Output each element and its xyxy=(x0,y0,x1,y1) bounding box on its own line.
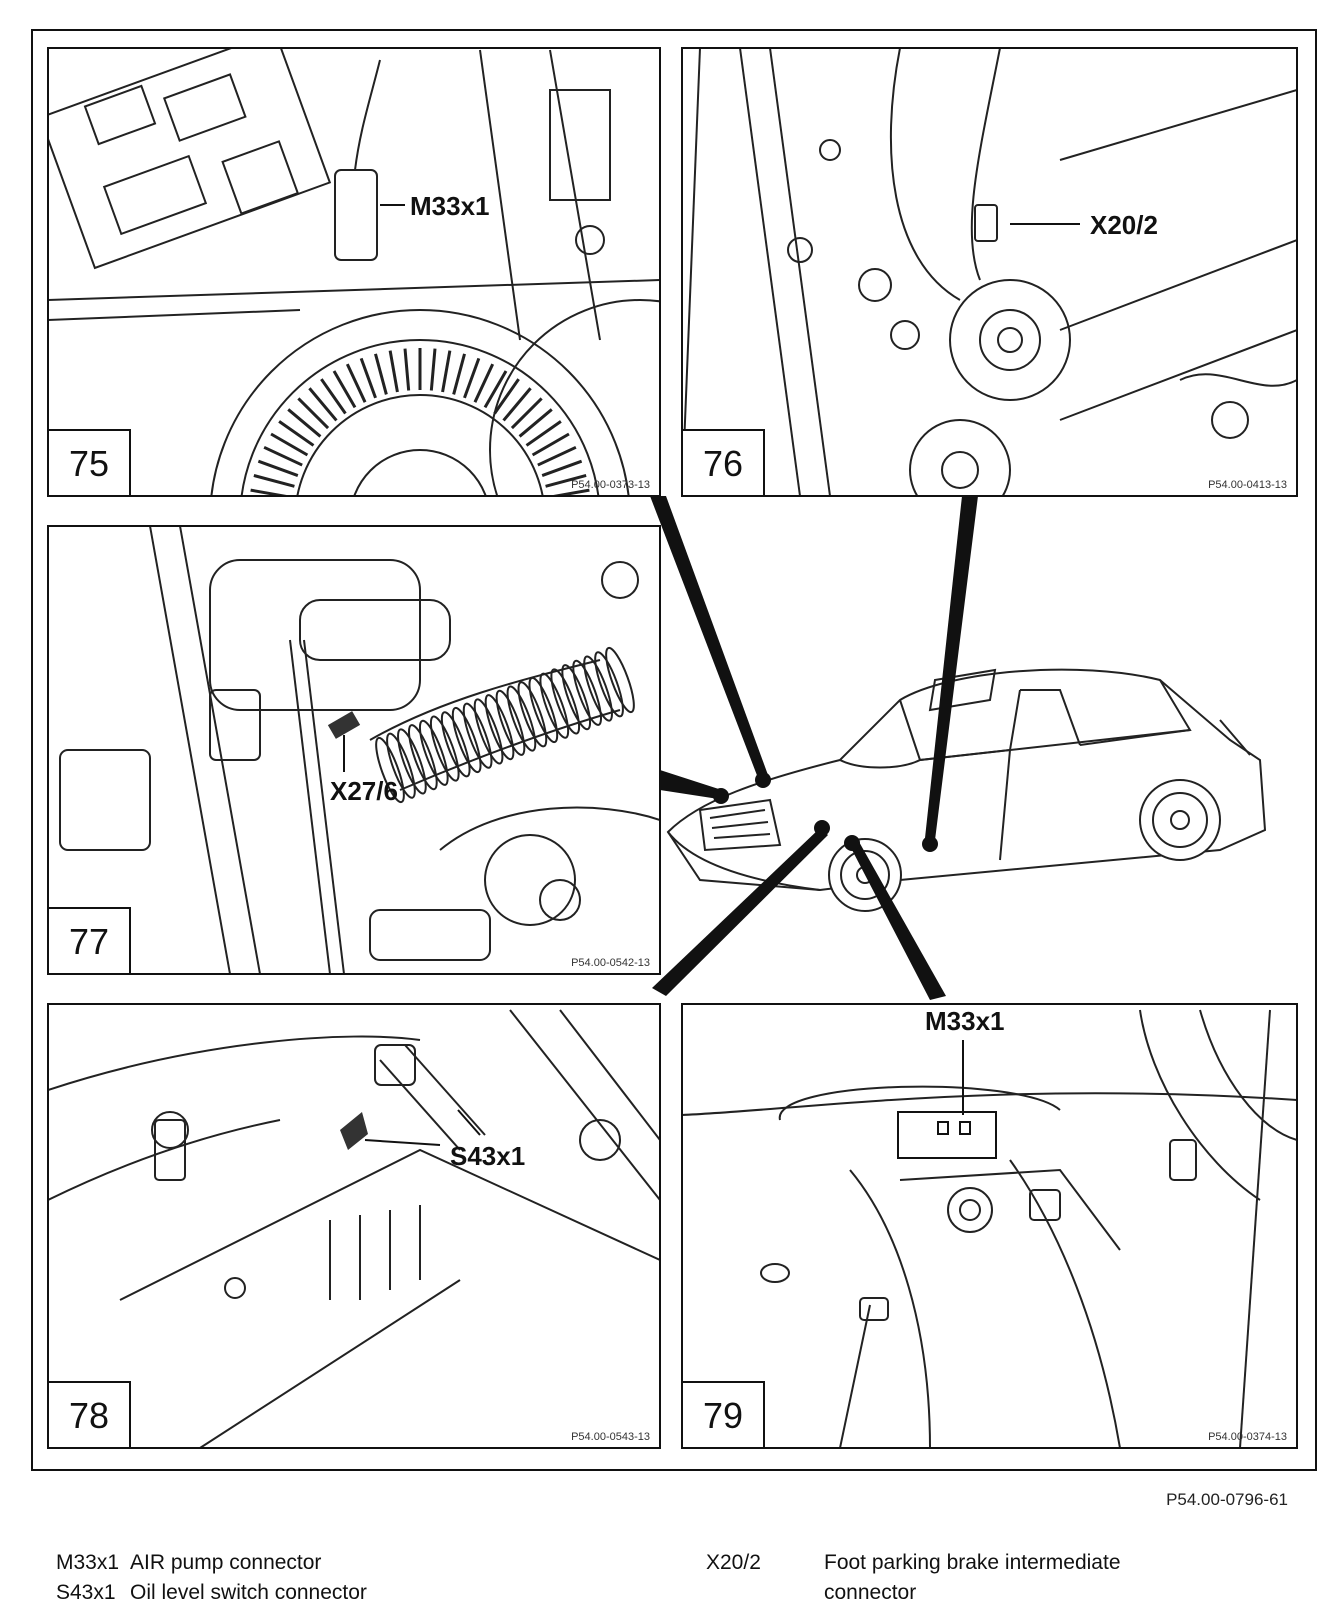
panel-76-ref: P54.00-0413-13 xyxy=(1208,479,1287,491)
m33x1-connector-shape xyxy=(334,169,378,261)
panel-77-number: 77 xyxy=(69,921,109,962)
legend-description: Foot parking brake intermediate connecto… xyxy=(824,1551,1121,1604)
panel-75-callout: M33x1 xyxy=(410,191,490,221)
connector-location-diagram: M33x1 75 P54.00-0373-13 xyxy=(31,29,1317,1471)
m33x1-connector-shape-79 xyxy=(897,1111,997,1159)
panel-76-number: 76 xyxy=(703,443,743,484)
legend-item: S43x1 Oil level switch connector xyxy=(56,1578,510,1608)
panel-76: X20/2 76 P54.00-0413-13 xyxy=(681,47,1298,497)
legend-item: M33x1 AIR pump connector xyxy=(56,1548,510,1578)
figure-reference: P54.00-0796-61 xyxy=(1166,1490,1288,1509)
legend-description: AIR pump connector xyxy=(130,1551,322,1574)
panel-77-ref: P54.00-0542-13 xyxy=(571,957,650,969)
legend-item: X20/2 Foot parking brake intermediate co… xyxy=(706,1548,1204,1608)
panel-79-callout: M33x1 xyxy=(925,1006,1005,1036)
outer-frame xyxy=(31,29,1317,1471)
panel-78-callout: S43x1 xyxy=(450,1141,525,1171)
panel-75: M33x1 75 P54.00-0373-13 xyxy=(47,47,661,497)
panel-79-ref: P54.00-0374-13 xyxy=(1208,1431,1287,1443)
panel-78-number: 78 xyxy=(69,1395,109,1436)
panel-78: S43x1 78 P54.00-0543-13 xyxy=(47,1003,661,1449)
panel-77-callout: X27/6 xyxy=(330,776,398,806)
vehicle-overview xyxy=(666,668,1267,912)
legend-left: M33x1 AIR pump connector S43x1 Oil level… xyxy=(56,1548,510,1608)
leader-lines xyxy=(650,496,978,1000)
legend-code: S43x1 xyxy=(56,1581,116,1604)
legend-code: M33x1 xyxy=(56,1551,120,1574)
panel-75-number: 75 xyxy=(69,443,109,484)
panel-79-number: 79 xyxy=(703,1395,743,1436)
legend-right: X20/2 Foot parking brake intermediate co… xyxy=(706,1548,1204,1608)
panel-79: M33x1 79 P54.00-0374-13 xyxy=(681,1003,1298,1449)
legend-description: Oil level switch connector xyxy=(130,1581,367,1604)
panel-77: X27/6 77 P54.00-0542-13 xyxy=(47,525,661,975)
panel-75-ref: P54.00-0373-13 xyxy=(571,479,650,491)
panel-78-ref: P54.00-0543-13 xyxy=(571,1431,650,1443)
car-location-dots xyxy=(713,772,938,852)
legend-code: X20/2 xyxy=(706,1551,761,1574)
panel-76-callout: X20/2 xyxy=(1090,210,1158,240)
